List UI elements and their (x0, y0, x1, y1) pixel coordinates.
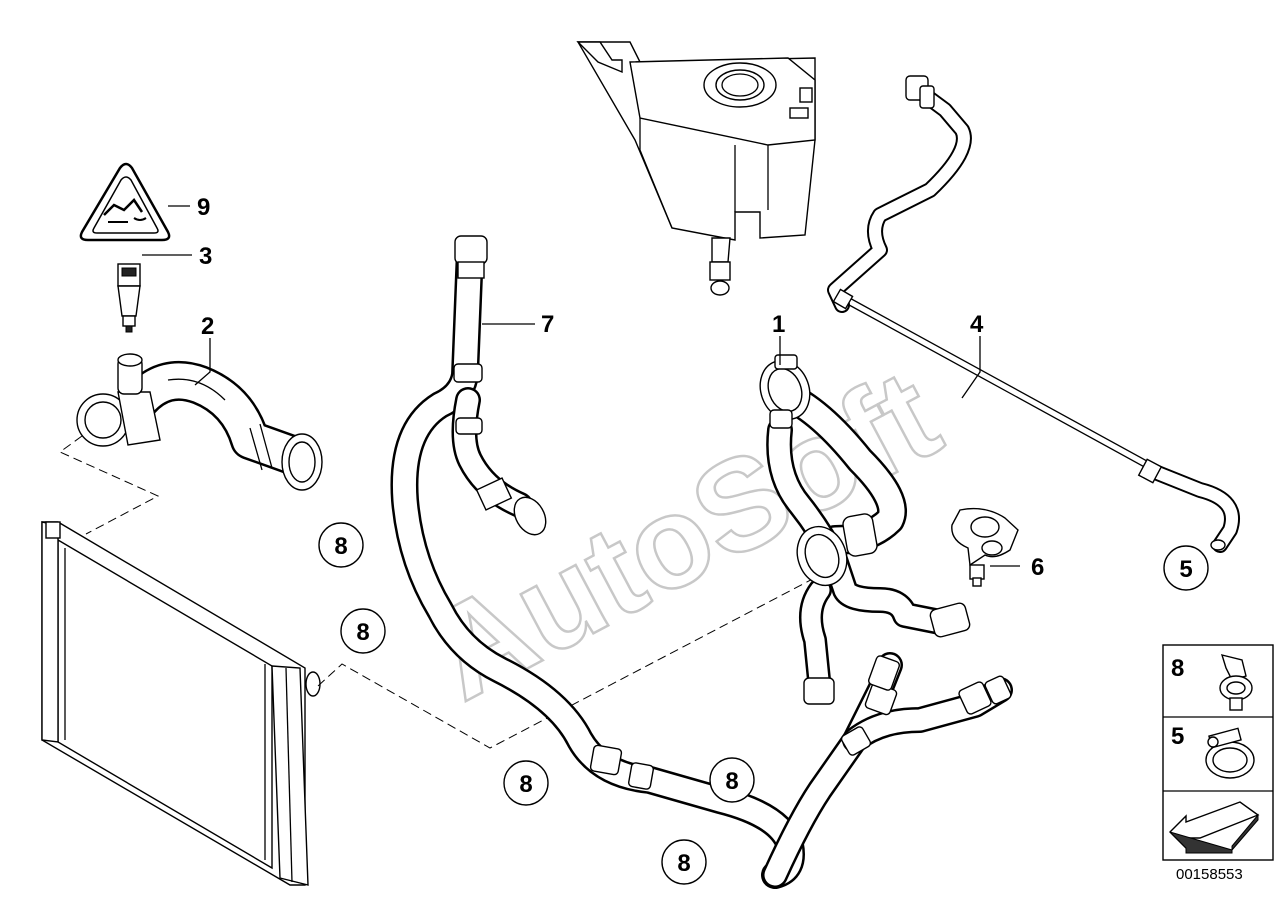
circled-label-part-5: 5 (1163, 545, 1209, 591)
radiator-hose (76, 353, 323, 491)
vent-line (832, 288, 1240, 553)
callout-1: 1 (772, 311, 785, 338)
callout-4: 4 (970, 311, 984, 338)
callout-9: 9 (197, 194, 210, 221)
expansion-tank (576, 41, 816, 296)
circled-label-text: 8 (356, 619, 369, 646)
circled-label-clamp-3: 8 (503, 760, 549, 806)
circled-label-clamp-4: 8 (709, 757, 755, 803)
legend-box: 8 5 (1162, 644, 1274, 861)
callout-7: 7 (541, 311, 554, 338)
arrow-symbol-icon (1169, 801, 1260, 854)
callout-3: 3 (199, 243, 212, 270)
temperature-sensor (117, 263, 141, 333)
legend-label-clamp: 8 (1171, 655, 1184, 682)
connection-lines (59, 435, 827, 749)
circled-label-text: 8 (725, 768, 738, 795)
spring-clamp-icon (1219, 654, 1253, 711)
callout-6: 6 (1031, 554, 1044, 581)
circled-label-clamp-2: 8 (340, 608, 386, 654)
circled-label-clamp-5: 8 (661, 839, 707, 885)
circled-label-text: 5 (1179, 556, 1192, 583)
coolant-hose-long (390, 235, 805, 889)
coolant-hose-upper (759, 354, 971, 705)
circled-label-text: 8 (334, 533, 347, 560)
coolant-hose-lower-branch (762, 652, 1013, 888)
vent-hose-upper (827, 75, 972, 313)
circled-label-text: 8 (677, 850, 690, 877)
legend-label-hose-clip: 5 (1171, 723, 1184, 750)
leader-lines (142, 205, 1020, 567)
radiator (41, 521, 321, 886)
hose-holder (951, 507, 1019, 587)
diagram-id-number: 00158553 (1176, 866, 1243, 883)
callout-2: 2 (201, 313, 214, 340)
hose-clip-icon (1205, 727, 1255, 779)
circled-label-text: 8 (519, 771, 532, 798)
warning-triangle-icon (79, 162, 171, 242)
circled-label-clamp-1: 8 (318, 522, 364, 568)
